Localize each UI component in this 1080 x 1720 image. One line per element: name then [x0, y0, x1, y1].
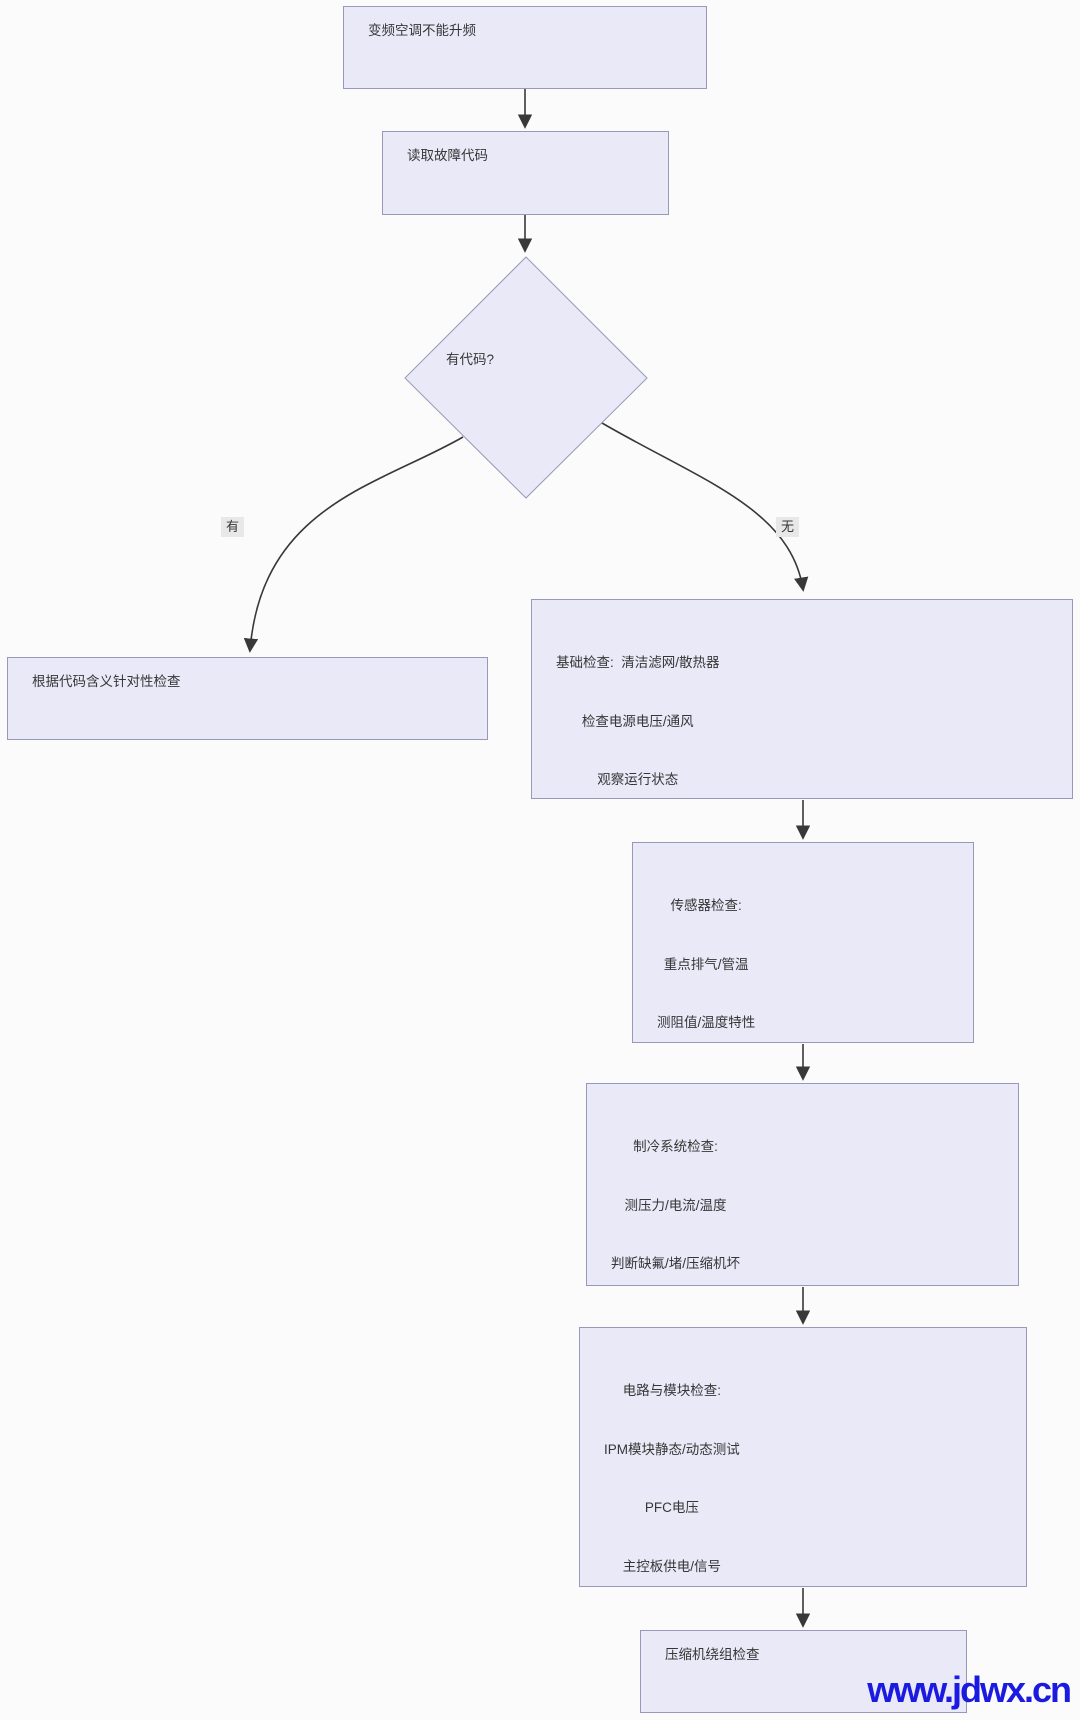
cooling-check-line-2: 测压力/电流/温度	[624, 1197, 727, 1213]
edge-decision-yes	[243, 436, 464, 653]
node-compressor-winding-check: 压缩机绕组检查	[640, 1630, 967, 1713]
circuit-check-line-3: PFC电压	[644, 1500, 699, 1515]
cooling-check-line-3: 判断缺氟/堵/压缩机坏	[611, 1256, 741, 1271]
decision-diamond	[404, 256, 648, 499]
sensor-check-line-2: 重点排气/管温	[663, 956, 749, 972]
node-basic-check-label: 基础检查: 清洁滤网/散热器 检查电源电压/通风 观察运行状态	[556, 614, 720, 829]
watermark-text: www.jdwx.cn	[867, 1669, 1072, 1710]
edge-decision-no	[601, 422, 809, 592]
node-basic-check: 基础检查: 清洁滤网/散热器 检查电源电压/通风 观察运行状态	[531, 599, 1073, 799]
node-circuit-module-check-label: 电路与模块检查: IPM模块静态/动态测试 PFC电压 主控板供电/信号	[604, 1342, 740, 1615]
node-read-fault-code-label: 读取故障代码	[407, 148, 488, 163]
decision-label: 有代码?	[446, 352, 495, 367]
node-compressor-winding-check-label: 压缩机绕组检查	[665, 1647, 760, 1662]
circuit-check-line-2: IPM模块静态/动态测试	[604, 1441, 740, 1457]
circuit-check-line-4: 主控板供电/信号	[622, 1558, 722, 1574]
basic-check-line-1: 基础检查: 清洁滤网/散热器	[556, 655, 720, 670]
node-circuit-module-check: 电路与模块检查: IPM模块静态/动态测试 PFC电压 主控板供电/信号	[579, 1327, 1027, 1587]
node-cooling-system-check: 制冷系统检查: 测压力/电流/温度 判断缺氟/堵/压缩机坏	[586, 1083, 1019, 1286]
node-cooling-system-check-label: 制冷系统检查: 测压力/电流/温度 判断缺氟/堵/压缩机坏	[611, 1098, 740, 1313]
cooling-check-line-1: 制冷系统检查:	[633, 1139, 718, 1154]
basic-check-line-2: 检查电源电压/通风	[581, 713, 694, 729]
node-sensor-check: 传感器检查: 重点排气/管温 测阻值/温度特性	[632, 842, 974, 1043]
sensor-check-line-1: 传感器检查:	[670, 898, 742, 913]
circuit-check-line-1: 电路与模块检查:	[622, 1383, 722, 1398]
node-start-label: 变频空调不能升频	[368, 23, 476, 38]
node-targeted-check: 根据代码含义针对性检查	[7, 657, 488, 740]
basic-check-line-3: 观察运行状态	[597, 772, 679, 787]
node-sensor-check-label: 传感器检查: 重点排气/管温 测阻值/温度特性	[657, 857, 755, 1072]
node-read-fault-code: 读取故障代码	[382, 131, 669, 215]
edge-label-no: 无	[776, 517, 800, 537]
node-targeted-check-label: 根据代码含义针对性检查	[32, 674, 181, 689]
edge-label-yes: 有	[221, 517, 245, 537]
sensor-check-line-3: 测阻值/温度特性	[657, 1015, 756, 1030]
node-start: 变频空调不能升频	[343, 6, 707, 89]
